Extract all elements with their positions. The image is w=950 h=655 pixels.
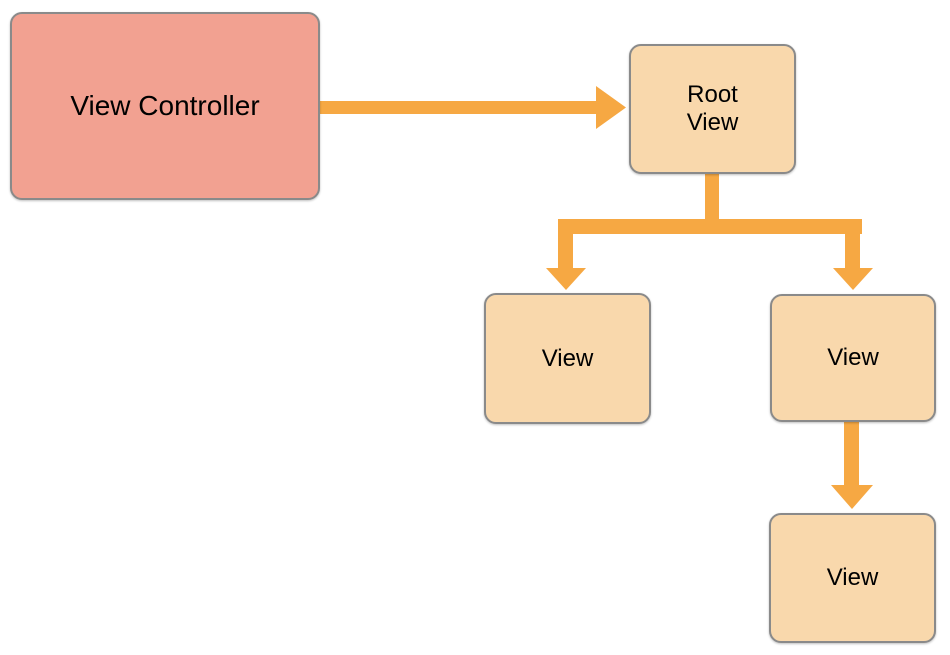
- view-node-left: View: [484, 293, 651, 424]
- arrow-controller-to-rootview: [320, 86, 626, 129]
- view-controller-label: View Controller: [70, 90, 260, 121]
- arrow-view-to-subview: [831, 422, 873, 509]
- view-left-label: View: [541, 344, 594, 372]
- view-controller-node: View Controller: [10, 12, 320, 200]
- arrow-rootview-to-views: [546, 174, 873, 290]
- root-view-label: Root View: [686, 81, 739, 136]
- root-view-node: Root View: [629, 44, 796, 174]
- view-node-bottom: View: [769, 513, 936, 643]
- view-right-label: View: [827, 344, 879, 371]
- view-node-right: View: [770, 294, 936, 422]
- view-bottom-label: View: [826, 564, 879, 591]
